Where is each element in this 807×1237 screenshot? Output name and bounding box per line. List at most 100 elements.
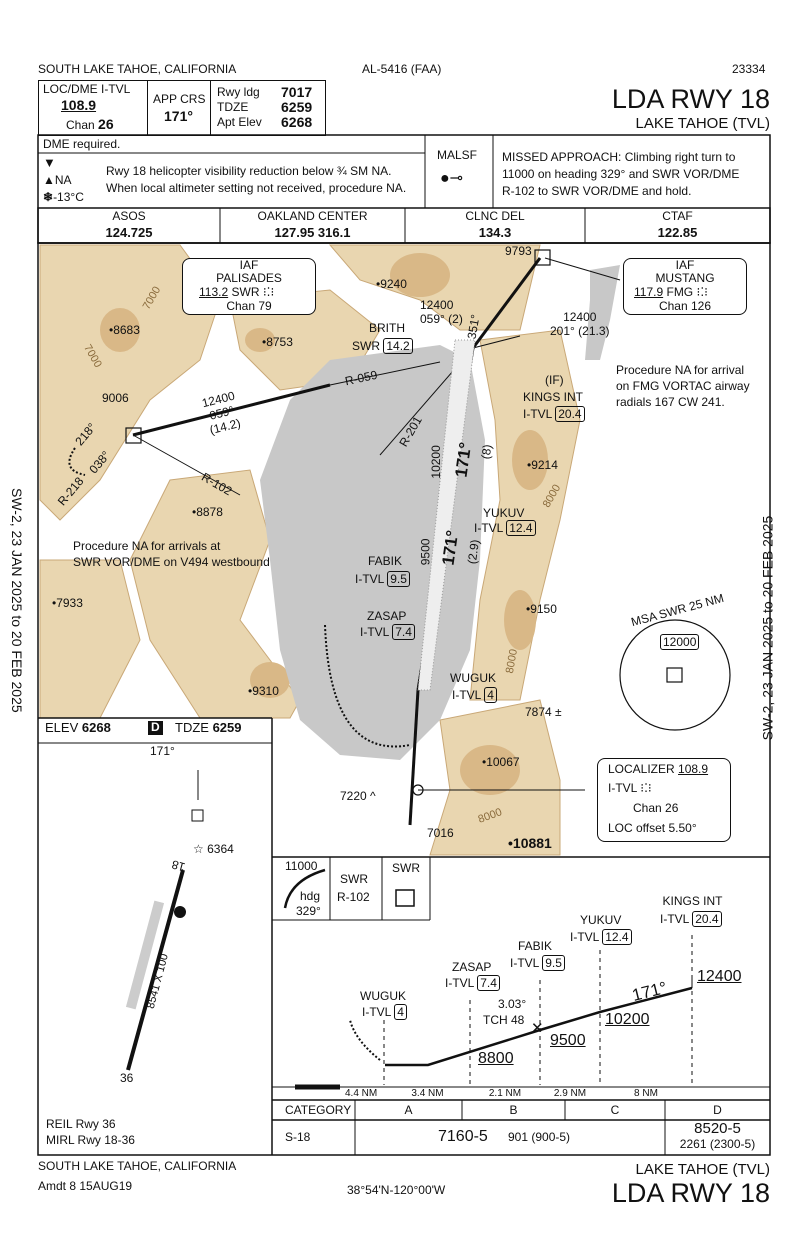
fix-freq: 117.9 [634, 285, 664, 299]
spot-elevation: 6364 [207, 842, 234, 856]
profile-fix-ident: I-TVL [510, 956, 539, 970]
profile-fix-dist: 20.4 [692, 911, 722, 927]
note-line: Procedure NA for arrival [616, 363, 745, 377]
spot-elevation: 9240 [380, 277, 407, 291]
ma-line: R-102 to SWR VOR/DME and hold. [502, 184, 692, 198]
min-header-a: A [404, 1103, 413, 1117]
comm-clnc-label: CLNC DEL [465, 209, 525, 223]
loc-freq: 108.9 [678, 762, 709, 776]
airport-name: LAKE TAHOE (TVL) [635, 115, 770, 132]
profile-fix-name: FABIK [518, 939, 553, 953]
profile-fix-name: WUGUK [360, 989, 406, 1003]
morse-icon: ⁝⁚⁝ [696, 285, 708, 299]
profile-distance: 2.9 NM [553, 1088, 587, 1099]
tch: TCH 48 [483, 1013, 525, 1027]
loc-ident: I-TVL [608, 781, 637, 795]
leg-alt: 12400 [563, 310, 597, 324]
min-abc-haa: 901 (900-5) [508, 1130, 571, 1144]
yukuv-name: YUKUV [483, 506, 525, 520]
kings-name: KINGS INT [523, 390, 584, 404]
diagram-crs: 171° [150, 744, 175, 758]
app-crs: 171° [164, 108, 193, 124]
mirl-note: MIRL Rwy 18-36 [46, 1133, 135, 1147]
ma-line: 11000 on heading 329° and SWR VOR/DME [502, 167, 740, 181]
localizer-box: LOCALIZER 108.9 I-TVL ⁝⁚⁝ Chan 26 LOC of… [597, 758, 731, 842]
min-header-c: C [610, 1103, 620, 1117]
min-d: 8520-5 [694, 1120, 741, 1137]
note-line: Procedure NA for arrivals at [73, 539, 221, 553]
vdp-icon: ✕ [531, 1020, 544, 1037]
elev: 6268 [81, 720, 111, 735]
profile-fix-ident: I-TVL [660, 912, 689, 926]
comm-ctaf-freq: 122.85 [657, 225, 698, 240]
loc-offset: LOC offset 5.50° [608, 821, 697, 835]
iaf-label: IAF [675, 258, 695, 272]
ma-alt: 11000 [285, 859, 318, 873]
location: SOUTH LAKE TAHOE, CALIFORNIA [38, 62, 237, 76]
elev-label: ELEV [45, 720, 79, 735]
profile-fix-dist: 12.4 [602, 929, 632, 945]
elevation-box: Rwy ldg 7017 TDZE 6259 Apt Elev 6268 [210, 80, 326, 136]
chan: 26 [98, 116, 114, 132]
wuguk-name: WUGUK [450, 671, 496, 685]
note-altimeter: When local altimeter setting not receive… [106, 181, 407, 195]
loc-freq: 108.9 [61, 97, 97, 113]
rwy-ldg-label: Rwy ldg [217, 85, 260, 99]
wuguk-ident: I-TVL [452, 688, 481, 702]
spot-elevation: 10881 [512, 835, 552, 851]
footer-title: LDA RWY 18 [611, 1178, 770, 1208]
leg-crs: 059° (2) [420, 312, 463, 326]
wuguk-dist: 4 [484, 687, 497, 703]
ma-radial: R-102 [337, 890, 370, 904]
alternate-na: NA [54, 173, 72, 187]
brith-dist: 14.2 [383, 338, 413, 354]
morse-icon: ⁝⁚⁝ [640, 781, 652, 795]
comm-ctaf-label: CTAF [662, 209, 693, 223]
fix-chan: Chan 79 [226, 299, 272, 313]
fabik-dist: 9.5 [387, 571, 410, 587]
profile-graphics [272, 868, 770, 1090]
profile-fix-name: YUKUV [580, 913, 622, 927]
glideslope-angle: 3.03° [498, 997, 527, 1011]
profile-alt: 8800 [478, 1050, 514, 1067]
missed-approach: MISSED APPROACH: Climbing right turn to … [502, 149, 739, 200]
profile-fix-dist: 4 [394, 1004, 407, 1020]
proc-number: 23334 [732, 62, 766, 76]
note-mustang: Procedure NA for arrival on FMG VORTAC ai… [616, 362, 750, 410]
note-helicopter: Rwy 18 helicopter visibility reduction b… [106, 164, 392, 178]
spot-elevation: 9310 [252, 684, 279, 698]
yukuv-dist: 12.4 [506, 520, 536, 536]
lake-mustang-area [585, 265, 620, 360]
comm-asos-freq: 124.725 [105, 225, 153, 240]
chan-label: Chan [66, 118, 95, 132]
tdze-label: TDZE [217, 100, 249, 114]
profile-fix-dist: 7.4 [477, 975, 500, 991]
loc-course-shading [417, 339, 476, 691]
malsf-label: MALSF [437, 148, 478, 162]
brith-name: BRITH [369, 321, 405, 335]
ma-fix: SWR [340, 872, 368, 886]
chart-id: AL-5416 (FAA) [362, 62, 442, 76]
spot-elevation: 7933 [56, 596, 83, 610]
note-line: on FMG VORTAC airway [616, 379, 750, 393]
ma-line: MISSED APPROACH: Climbing right turn to [502, 150, 736, 164]
fix-name: PALISADES [216, 271, 282, 285]
spot-elevation: 10067 [486, 755, 520, 769]
comm-clnc-freq: 134.3 [478, 225, 512, 240]
fabik-ident: I-TVL [355, 572, 384, 586]
tdze: 6259 [281, 99, 313, 115]
profile-distance: 2.1 NM [488, 1088, 522, 1099]
spot-elevation: 9006 [102, 391, 129, 405]
high-terrain [100, 253, 548, 795]
page-title: LDA RWY 18 [611, 84, 770, 114]
loc-label: LOCALIZER [608, 762, 675, 776]
effective-dates-left: SW-2, 23 JAN 2025 to 20 FEB 2025 [9, 488, 25, 713]
cold-temp: -13°C [53, 190, 84, 204]
runway-36-label: 36 [120, 1071, 134, 1085]
footer-airport: LAKE TAHOE (TVL) [635, 1161, 770, 1178]
min-header-category: CATEGORY [285, 1103, 352, 1117]
